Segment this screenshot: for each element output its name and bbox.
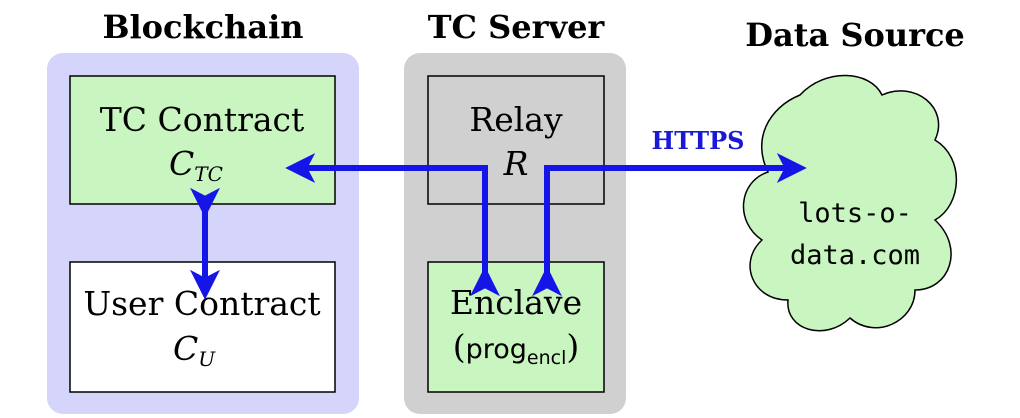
https-label: HTTPS — [652, 126, 745, 155]
enclave-prog-main: prog — [466, 334, 527, 365]
user-contract-symbol-sub: U — [198, 347, 216, 371]
relay-box[interactable]: Relay R — [427, 75, 605, 205]
tc-contract-box[interactable]: TC Contract CTC — [69, 75, 336, 205]
arrow-enclave-tc-contract — [285, 153, 500, 297]
enclave-prog: (progencl) — [453, 327, 580, 369]
enclave-prog-sub: encl — [527, 347, 566, 369]
user-contract-symbol: CU — [173, 329, 216, 371]
tc-contract-label: TC Contract — [100, 100, 305, 139]
data-source-heading: Data Source — [745, 16, 965, 54]
user-contract-label: User Contract — [83, 284, 320, 323]
user-contract-symbol-main: C — [173, 329, 198, 368]
relay-symbol: R — [503, 144, 529, 183]
cloud-line-1: lots-o- — [798, 198, 912, 229]
arrow-enclave-data-source — [532, 153, 807, 297]
data-source-cloud[interactable]: lots-o- data.com — [742, 74, 958, 332]
relay-label: Relay — [469, 100, 563, 139]
arrows — [190, 153, 807, 300]
tc-contract-symbol: CTC — [169, 144, 223, 186]
enclave-box[interactable]: Enclave (progencl) — [427, 261, 605, 393]
enclave-label: Enclave — [450, 283, 582, 322]
enclave-close-paren: ) — [566, 327, 579, 366]
enclave-open-paren: ( — [453, 327, 466, 366]
cloud-line-2: data.com — [790, 240, 920, 271]
blockchain-heading: Blockchain — [102, 8, 303, 46]
tc-server-heading: TC Server — [428, 8, 606, 46]
tc-contract-symbol-main: C — [169, 144, 194, 183]
tc-contract-symbol-sub: TC — [194, 162, 223, 186]
